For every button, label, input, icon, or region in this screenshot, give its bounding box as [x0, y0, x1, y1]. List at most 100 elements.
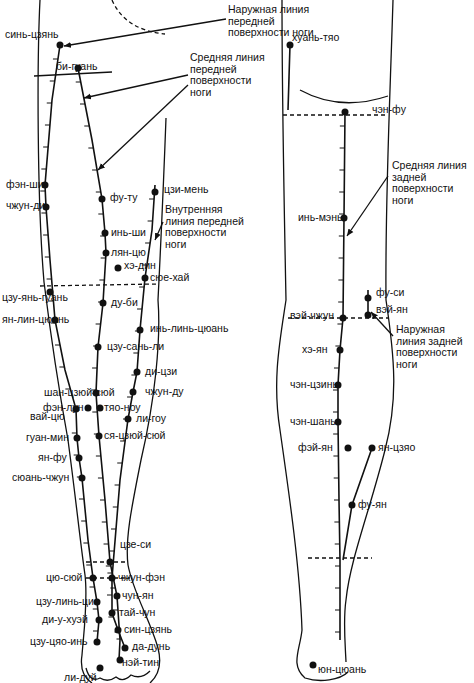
point-name: сюань-чжун [12, 472, 69, 484]
point-name: сюе-хай [150, 272, 189, 284]
point-name: цю-сюй [46, 572, 82, 584]
acupoint-dot [79, 475, 86, 482]
cun-tick [47, 279, 52, 280]
cun-tick [337, 324, 342, 325]
point-name: юн-цюань [318, 664, 366, 676]
cun-tick [340, 126, 345, 127]
cun-tick [86, 565, 91, 566]
cun-tick [43, 235, 48, 236]
cun-tick [96, 324, 101, 325]
point-name: хэ-ян [302, 344, 328, 356]
cun-tick [338, 280, 343, 281]
cun-tick [41, 213, 46, 214]
cun-tick [127, 397, 132, 398]
acupoint-dot [57, 42, 64, 49]
groin-line [112, 0, 165, 34]
cun-tick [139, 287, 144, 288]
cun-tick [334, 368, 339, 369]
acupoint-dot [134, 369, 141, 376]
cun-tick [53, 59, 58, 60]
cun-tick [47, 103, 52, 104]
line-caption: Наружная линия задней поверхности ноги [396, 324, 474, 370]
acupoint-dot [103, 250, 110, 257]
point-name: цзу-цяо-инь [30, 636, 88, 648]
acupoint-dot [152, 189, 159, 196]
point-name: ян-лин-цюань [2, 314, 69, 326]
acupoint-dot [114, 593, 121, 600]
point-name: инь-линь-цюань [150, 323, 228, 335]
point-name: хуань-тяо [292, 32, 339, 44]
point-name: фу-ян [358, 499, 387, 511]
point-name: би-гуань [56, 61, 97, 73]
back-leg-right-contour [344, 0, 393, 662]
acupoint-dot [125, 416, 132, 423]
line-caption: Внутренняя линия передней поверхности но… [165, 204, 245, 250]
cun-tick [111, 529, 116, 530]
cun-tick [98, 478, 103, 479]
cun-tick [110, 588, 115, 589]
cun-tick [43, 147, 48, 148]
point-name: чун-ян [122, 590, 154, 602]
point-name: тяо-ноу [104, 402, 141, 414]
acupoint-dot [107, 559, 114, 566]
cun-tick [333, 456, 338, 457]
cun-tick [79, 499, 84, 500]
cun-tick [92, 170, 97, 171]
point-name: ян-фу [38, 452, 67, 464]
point-name: чжун-фэн [118, 572, 165, 584]
point-name: цзу-сань-ли [107, 341, 164, 353]
acupoint-dot [99, 196, 106, 203]
acupoint-dot [97, 665, 104, 672]
cun-tick [96, 456, 101, 457]
cun-tick [40, 191, 45, 192]
point-name: фэй-ян [298, 442, 333, 454]
cun-tick [59, 367, 64, 368]
cun-tick [117, 639, 122, 640]
meridian-group [40, 45, 372, 660]
acupoint-dot [342, 109, 349, 116]
point-name: ду-би [111, 297, 138, 309]
acupoint-dot [122, 645, 129, 652]
acupoint-dot [115, 265, 122, 272]
acupoint-dot [340, 315, 347, 322]
point-name: фу-ту [110, 192, 137, 204]
point-name: вэй-чжун [290, 310, 334, 322]
cun-tick [106, 566, 111, 567]
cun-tick [102, 522, 107, 523]
leader-line [371, 312, 393, 336]
cun-tick [98, 214, 103, 215]
pelvis-line [34, 72, 112, 76]
cun-tick [148, 221, 153, 222]
knee-line [40, 284, 158, 286]
cun-tick [335, 544, 340, 545]
point-name: син-цзянь [124, 624, 172, 636]
buttock-crease [300, 90, 388, 103]
leader-line [84, 75, 188, 98]
cun-tick [107, 595, 112, 596]
acupoint-dot [102, 230, 109, 237]
cun-tick [107, 573, 112, 574]
acupoint-dot [337, 347, 344, 354]
point-name: синь-цзянь [5, 29, 59, 41]
point-name: вэй-ян [376, 304, 408, 316]
cun-tick [335, 632, 340, 633]
cun-tick [113, 507, 118, 508]
point-name: чэн-цзинь [290, 379, 338, 391]
acupoint-dot [74, 435, 81, 442]
cun-tick [335, 610, 340, 611]
acupoint-dot [96, 617, 103, 624]
cun-tick [45, 257, 50, 258]
cun-tick [335, 566, 340, 567]
cun-tick [334, 500, 339, 501]
point-name: инь-мэнь [298, 212, 342, 224]
cun-tick [83, 543, 88, 544]
cun-tick [149, 199, 154, 200]
point-name: цзи-мень [164, 184, 208, 196]
cun-tick [93, 609, 98, 610]
cun-tick [108, 617, 113, 618]
acupoint-dot [310, 662, 317, 669]
acupoint-dot [100, 300, 107, 307]
acupoint-dot [369, 445, 376, 452]
cun-tick [92, 412, 97, 413]
cun-tick [104, 544, 109, 545]
